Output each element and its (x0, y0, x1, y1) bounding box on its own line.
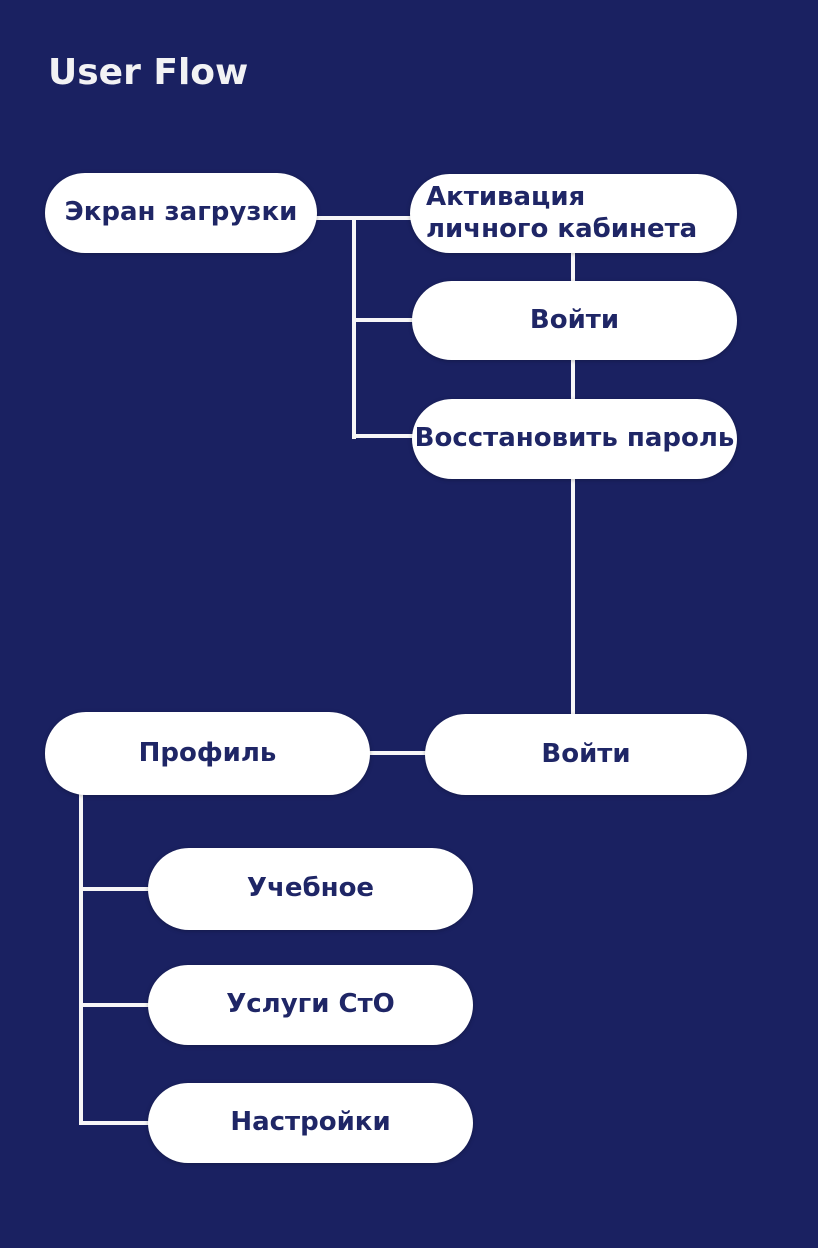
node-login-main: Войти (425, 714, 747, 795)
connector-activation-to-login (571, 250, 575, 284)
connector-profile-to-login-main (368, 751, 427, 755)
node-settings: Настройки (148, 1083, 473, 1163)
node-sto-services: Услуги СтО (148, 965, 473, 1045)
node-profile: Профиль (45, 712, 370, 795)
node-profile-label: Профиль (138, 737, 277, 768)
node-settings-label: Настройки (230, 1107, 391, 1138)
connector-stub-login-top (352, 318, 414, 322)
node-study: Учебное (148, 848, 473, 930)
node-sto-services-label: Услуги СтО (226, 989, 395, 1020)
connector-stub-restore-password (352, 434, 414, 438)
connector-restore-to-login-main (571, 477, 575, 717)
node-login-top-label: Войти (529, 304, 620, 335)
connector-loading-to-trunk (315, 216, 412, 220)
connector-stub-study (79, 887, 150, 891)
connector-login-to-restore (571, 358, 575, 402)
node-loading-screen: Экран загрузки (45, 173, 317, 253)
connector-left-trunk-top (352, 216, 356, 439)
node-account-activation: Активация личного кабинета (410, 174, 737, 253)
node-restore-password-label: Восстановить пароль (414, 423, 735, 454)
node-login-top: Войти (412, 281, 737, 360)
connector-stub-settings (79, 1121, 150, 1125)
page-title: User Flow (48, 52, 249, 93)
connector-stub-sto-services (79, 1003, 150, 1007)
node-login-main-label: Войти (541, 738, 631, 769)
node-loading-screen-label: Экран загрузки (64, 197, 298, 228)
node-account-activation-label: Активация личного кабинета (426, 182, 698, 244)
node-restore-password: Восстановить пароль (412, 399, 737, 479)
connector-left-trunk-bottom (79, 793, 83, 1125)
node-study-label: Учебное (246, 873, 375, 904)
